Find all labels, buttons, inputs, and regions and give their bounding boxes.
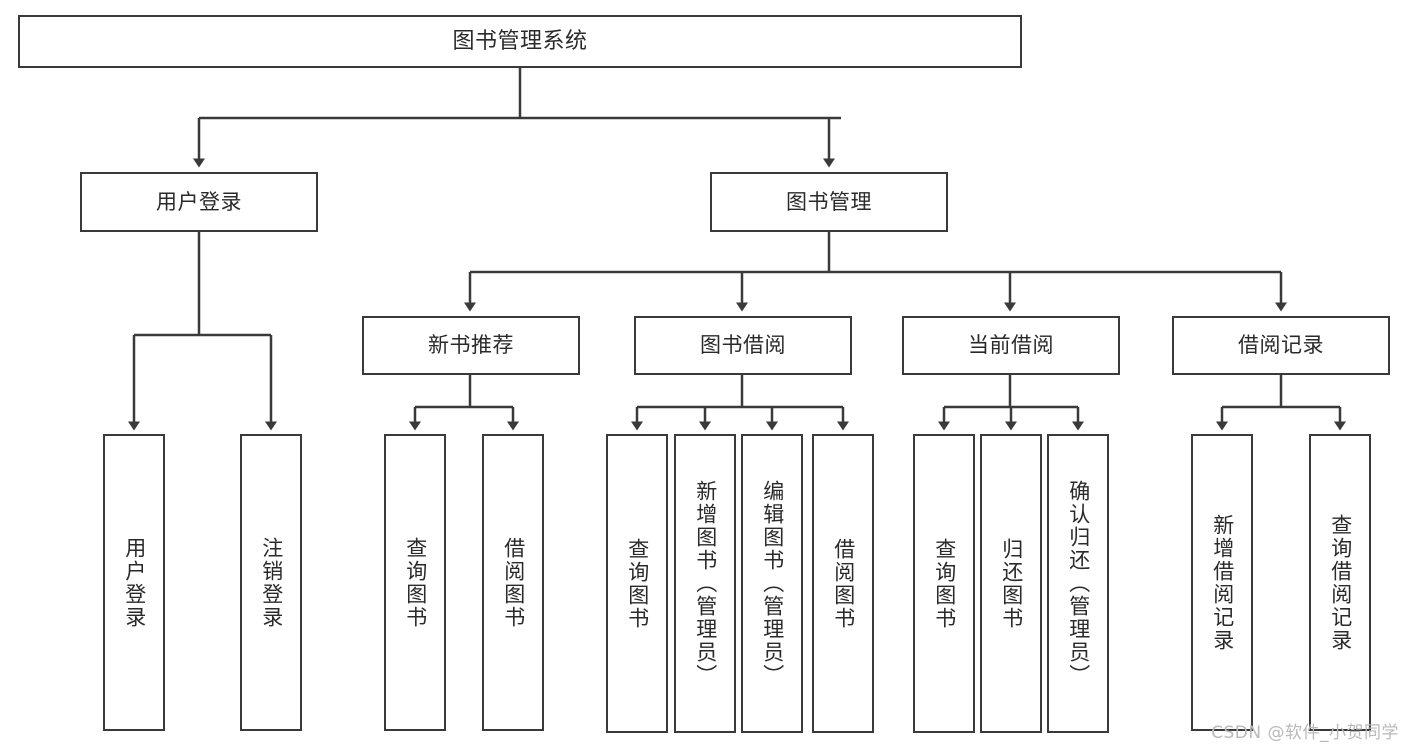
node-root-label: 图书管理系统 bbox=[452, 28, 588, 54]
node-current-borrow[interactable]: 当前借阅 bbox=[902, 316, 1120, 375]
node-leaf-add-record[interactable]: 新增借阅记录 bbox=[1191, 434, 1253, 731]
node-leaf-query-book-2-label: 查询图书 bbox=[625, 537, 650, 630]
node-leaf-borrow-book-1[interactable]: 借阅图书 bbox=[482, 434, 544, 731]
node-leaf-borrow-book-2-label: 借阅图书 bbox=[831, 537, 856, 630]
node-leaf-borrow-book-2[interactable]: 借阅图书 bbox=[812, 434, 874, 733]
node-leaf-return-book[interactable]: 归还图书 bbox=[980, 434, 1042, 733]
node-leaf-add-record-label: 新增借阅记录 bbox=[1210, 513, 1235, 652]
node-leaf-edit-book-label: 编辑图书（管理员） bbox=[760, 480, 785, 687]
node-user-login-label: 用户登录 bbox=[156, 189, 242, 214]
node-leaf-user-login-label: 用户登录 bbox=[122, 536, 147, 629]
node-book-manage[interactable]: 图书管理 bbox=[710, 172, 948, 232]
node-borrow-record[interactable]: 借阅记录 bbox=[1172, 316, 1390, 375]
node-leaf-user-logout-label: 注销登录 bbox=[259, 536, 284, 629]
node-leaf-add-book[interactable]: 新增图书（管理员） bbox=[674, 434, 736, 733]
node-root[interactable]: 图书管理系统 bbox=[18, 15, 1022, 68]
node-leaf-query-book-3[interactable]: 查询图书 bbox=[913, 434, 975, 733]
node-book-borrow[interactable]: 图书借阅 bbox=[634, 316, 852, 375]
node-leaf-query-record[interactable]: 查询借阅记录 bbox=[1309, 434, 1371, 731]
node-leaf-borrow-book-1-label: 借阅图书 bbox=[501, 536, 526, 629]
node-leaf-user-logout[interactable]: 注销登录 bbox=[240, 434, 302, 731]
node-current-borrow-label: 当前借阅 bbox=[968, 333, 1054, 358]
node-leaf-query-book-1[interactable]: 查询图书 bbox=[384, 434, 446, 731]
node-book-manage-label: 图书管理 bbox=[786, 189, 872, 214]
node-borrow-record-label: 借阅记录 bbox=[1238, 333, 1324, 358]
node-new-book-recommend-label: 新书推荐 bbox=[428, 333, 514, 358]
node-leaf-add-book-label: 新增图书（管理员） bbox=[693, 480, 718, 687]
node-leaf-return-book-label: 归还图书 bbox=[999, 537, 1024, 630]
node-leaf-confirm-return[interactable]: 确认归还（管理员） bbox=[1047, 434, 1109, 733]
node-leaf-query-record-label: 查询借阅记录 bbox=[1328, 513, 1353, 652]
node-user-login[interactable]: 用户登录 bbox=[80, 172, 318, 232]
node-book-borrow-label: 图书借阅 bbox=[700, 333, 786, 358]
node-leaf-query-book-2[interactable]: 查询图书 bbox=[606, 434, 668, 733]
node-leaf-confirm-return-label: 确认归还（管理员） bbox=[1066, 480, 1091, 687]
csdn-watermark: CSDN @软件_小贺同学 bbox=[1211, 723, 1399, 743]
node-leaf-query-book-3-label: 查询图书 bbox=[932, 537, 957, 630]
node-new-book-recommend[interactable]: 新书推荐 bbox=[362, 316, 580, 375]
node-leaf-user-login[interactable]: 用户登录 bbox=[103, 434, 165, 731]
node-leaf-query-book-1-label: 查询图书 bbox=[403, 536, 428, 629]
node-leaf-edit-book[interactable]: 编辑图书（管理员） bbox=[741, 434, 803, 733]
